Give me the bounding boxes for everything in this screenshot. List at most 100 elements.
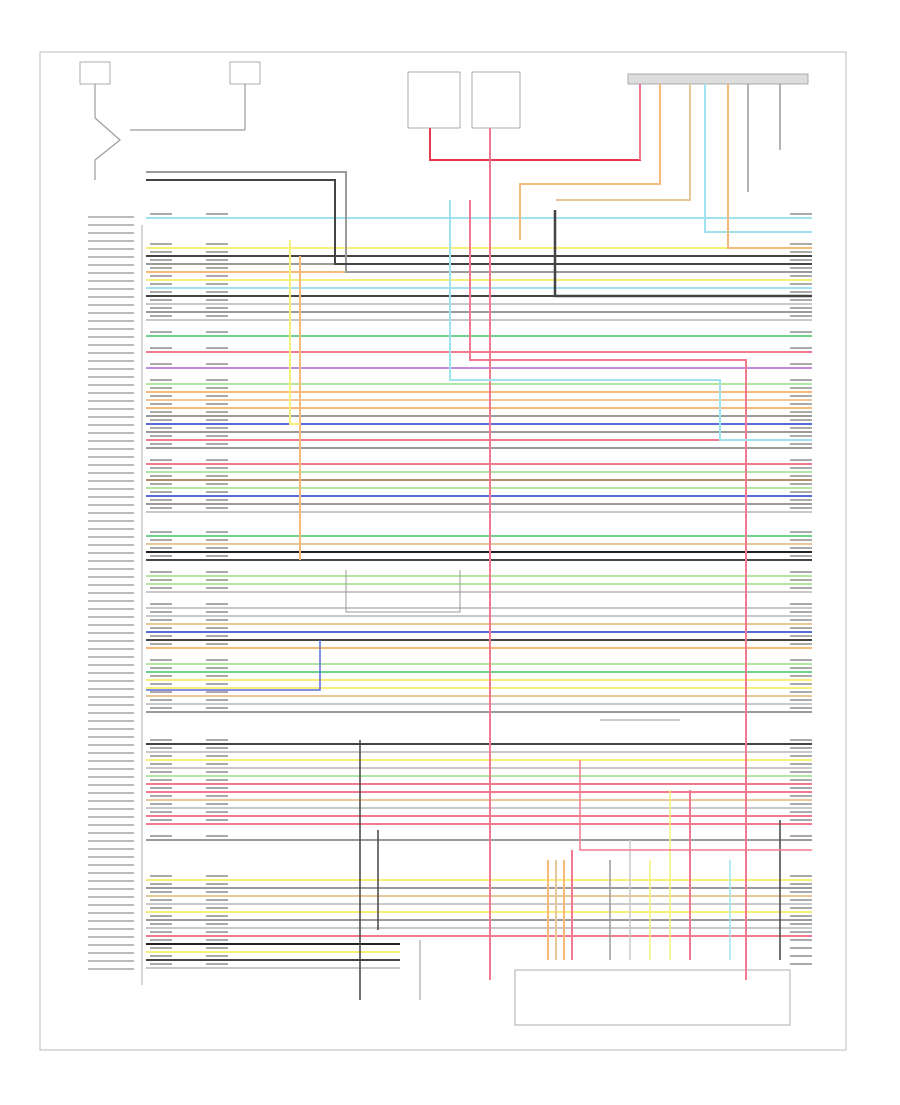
wire-end-code-46: [790, 675, 812, 677]
wire-code-28: [206, 491, 228, 493]
pin-number-73: [150, 955, 172, 957]
wire-end-code-74: [790, 963, 812, 965]
circuit-name-label: [88, 904, 134, 906]
circuit-name-label: [88, 728, 134, 730]
circuit-name-label: [88, 280, 134, 282]
wire-end-code-26: [790, 475, 812, 477]
wire-end-code-22: [790, 435, 812, 437]
circuit-name-label: [88, 360, 134, 362]
wire-orange-drop: [519, 84, 661, 240]
circuit-name-label: [88, 296, 134, 298]
circuit-name-label: [88, 624, 134, 626]
wire-pink-loop: [469, 200, 747, 980]
circuit-name-label: [88, 568, 134, 570]
wire-code-21: [206, 427, 228, 429]
wire-end-code-15: [790, 379, 812, 381]
circuit-name-label: [88, 232, 134, 234]
wire-code-7: [206, 283, 228, 285]
wire-code-44: [206, 659, 228, 661]
wire-end-code-31: [790, 531, 812, 533]
wire-code-38: [206, 603, 228, 605]
wire-end-code-44: [790, 659, 812, 661]
wire-code-52: [206, 747, 228, 749]
circuit-name-label: [88, 264, 134, 266]
pin-number-35: [150, 571, 172, 573]
wire-code-42: [206, 635, 228, 637]
wire-code-22: [206, 435, 228, 437]
wire-light-blue-loop: [449, 200, 812, 441]
wire-end-code-5: [790, 267, 812, 269]
circuit-name-label: [88, 376, 134, 378]
wire-end-code-70: [790, 931, 812, 933]
circuit-name-label: [88, 400, 134, 402]
circuit-name-label: [88, 344, 134, 346]
circuit-name-label: [88, 288, 134, 290]
wire-end-code-61: [790, 819, 812, 821]
wire-end-code-45: [790, 667, 812, 669]
wire-code-67: [206, 907, 228, 909]
wire-end-code-27: [790, 483, 812, 485]
circuit-name-label: [88, 608, 134, 610]
wire-code-15: [206, 379, 228, 381]
wire-code-56: [206, 779, 228, 781]
circuit-name-label: [88, 664, 134, 666]
wire-code-55: [206, 771, 228, 773]
wire-end-code-11: [790, 315, 812, 317]
wire-code-4: [206, 259, 228, 261]
circuit-name-label: [88, 648, 134, 650]
pin-number-10: [150, 307, 172, 309]
pin-number-11: [150, 315, 172, 317]
wire-end-code-30: [790, 507, 812, 509]
wire-end-code-68: [790, 915, 812, 917]
pin-number-63: [150, 875, 172, 877]
circuit-name-label: [88, 824, 134, 826]
pin-number-47: [150, 683, 172, 685]
wire-code-2: [206, 243, 228, 245]
pin-number-25: [150, 467, 172, 469]
wire-end-code-29: [790, 499, 812, 501]
wire-code-41: [206, 627, 228, 629]
wire-end-code-24: [790, 459, 812, 461]
pin-number-34: [150, 555, 172, 557]
wire-end-code-49: [790, 699, 812, 701]
circuit-name-label: [88, 968, 134, 970]
circuit-name-label: [88, 960, 134, 962]
wire-dark-loop: [553, 210, 812, 298]
wire-code-72: [206, 947, 228, 949]
circuit-name-label: [88, 760, 134, 762]
circuit-name-label: [88, 424, 134, 426]
wire-end-code-14: [790, 363, 812, 365]
circuit-name-label: [88, 408, 134, 410]
pin-number-74: [150, 963, 172, 965]
circuit-name-label: [88, 840, 134, 842]
circuit-name-label: [88, 352, 134, 354]
pin-number-43: [150, 643, 172, 645]
pin-number-52: [150, 747, 172, 749]
circuit-name-label: [88, 872, 134, 874]
wire-end-code-55: [790, 771, 812, 773]
pin-number-45: [150, 667, 172, 669]
wire-code-20: [206, 419, 228, 421]
circuit-name-label: [88, 488, 134, 490]
wire-code-24: [206, 459, 228, 461]
circuit-name-label: [88, 704, 134, 706]
circuit-name-label: [88, 848, 134, 850]
pin-number-5: [150, 267, 172, 269]
wire-code-31: [206, 531, 228, 533]
circuit-name-label: [88, 256, 134, 258]
wire-end-code-48: [790, 691, 812, 693]
circuit-name-label: [88, 328, 134, 330]
pin-number-66: [150, 899, 172, 901]
pin-number-53: [150, 755, 172, 757]
wire-end-code-51: [790, 739, 812, 741]
wire-code-13: [206, 347, 228, 349]
wire-code-61: [206, 819, 228, 821]
wire-feed-1: [146, 171, 812, 273]
wire-code-74: [206, 963, 228, 965]
wire-code-66: [206, 899, 228, 901]
circuit-name-label: [88, 336, 134, 338]
pin-number-23: [150, 443, 172, 445]
circuit-name-label: [88, 216, 134, 218]
pin-number-6: [150, 275, 172, 277]
wire-end-code-21: [790, 427, 812, 429]
